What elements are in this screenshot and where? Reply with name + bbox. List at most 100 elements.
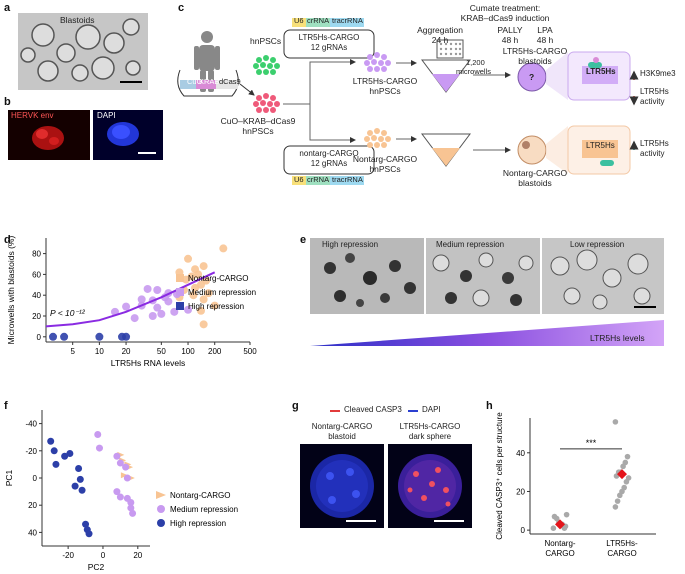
d-point: [189, 291, 198, 300]
f-legend-swatch: [157, 519, 165, 527]
non-blastoids-line2: blastoids: [518, 178, 552, 188]
nontarg-blastoid-micrograph: [300, 444, 384, 528]
d-point: [60, 332, 69, 341]
ltr-dark-sphere-line1: LTR5Hs-CARGO: [399, 422, 461, 431]
h-x-tick-label: LTR5Hs-CARGO: [606, 539, 638, 558]
ltr5hs-cargo-cells: [364, 52, 391, 72]
d-point: [122, 332, 131, 341]
f-point: [66, 450, 74, 458]
scale-bar: [138, 152, 156, 154]
d-legend-label: High repression: [188, 302, 244, 311]
f-point: [78, 486, 86, 494]
f-point: [52, 460, 60, 468]
d-x-tick-label: 500: [243, 347, 257, 356]
microwells-label: microwells: [456, 67, 492, 76]
f-point: [75, 464, 83, 472]
dapi-label: DAPI: [97, 111, 116, 120]
f-point: [113, 488, 121, 496]
d-point: [49, 332, 58, 341]
h-point: [614, 498, 621, 504]
panel-g-legend: [330, 410, 418, 412]
d-y-tick-label: 20: [32, 312, 41, 321]
h-point: [551, 513, 558, 520]
low-repression-micrograph: Low repression: [542, 238, 664, 314]
u6-label-bottom: U6: [294, 175, 304, 184]
non-guides-line1: nontarg-CARGO: [299, 149, 359, 158]
ltr-dark-sphere-micrograph: [388, 444, 472, 528]
ltr5hs-locus-nontarg: [582, 140, 618, 158]
low-repression-image: [550, 249, 651, 310]
f-point: [82, 520, 90, 528]
f-point: [116, 493, 124, 501]
h-sig-label: ***: [586, 438, 597, 448]
d-point: [153, 303, 162, 312]
d-x-tick-label: 5: [70, 347, 75, 356]
f-legend-swatch: [157, 505, 165, 513]
high-repression-micrograph: High repression: [310, 238, 424, 314]
nontarg-blastoid: [517, 135, 547, 165]
activity-up-line2: activity: [640, 149, 665, 158]
f-y-tick-label: 20: [28, 501, 37, 510]
ltr5hs-locus-label-nontarg: LTR5Hs: [586, 141, 615, 150]
d-y-tick-label: 80: [32, 250, 41, 259]
dapi-legend-label: DAPI: [422, 405, 441, 414]
d-legend-swatch: [176, 288, 184, 296]
f-y-tick-label: 0: [33, 474, 38, 483]
d-x-tick-label: 10: [95, 347, 104, 356]
d-y-axis-label: Microwells with blastoids (%): [6, 236, 16, 345]
d-point: [194, 270, 203, 279]
dcas9-icon-nontarg: [600, 160, 614, 166]
d-point: [148, 312, 157, 320]
cumate-header2: KRAB–dCas9 induction: [460, 13, 550, 23]
d-point: [95, 332, 104, 341]
activity-down-line2: activity: [640, 97, 665, 106]
f-point: [120, 472, 128, 479]
ltr-cells-line2: hnPSCs: [369, 86, 401, 96]
scale-bar: [634, 306, 656, 308]
low-repression-label: Low repression: [570, 240, 625, 249]
d-point: [219, 244, 228, 253]
microwells-count: 1,200: [466, 58, 485, 67]
d-point: [143, 284, 152, 293]
cuo-krab-line1: CuO–KRAB–dCas9: [220, 116, 296, 126]
f-point: [95, 444, 103, 452]
d-fit-curve: [45, 271, 216, 328]
activity-up-line1: LTR5Hs: [640, 139, 669, 148]
h-point: [624, 453, 631, 460]
d-point: [199, 320, 208, 329]
d-pvalue: P < 10⁻¹²: [50, 308, 86, 318]
panel-letter-e: e: [300, 234, 307, 246]
f-y-axis-label: PC1: [4, 469, 14, 486]
h3k9me3-label: H3K9me3: [640, 69, 676, 78]
f-x-axis-label: PC2: [88, 562, 105, 572]
d-point: [204, 289, 213, 298]
d-point: [164, 297, 173, 306]
cumate-header: Cumate treatment:: [469, 3, 541, 13]
f-y-tick-label: -40: [25, 420, 37, 429]
d-point: [122, 302, 131, 311]
hervk-micrograph: HERVK env: [8, 110, 90, 160]
h-point: [612, 419, 619, 425]
f-point: [129, 509, 137, 517]
blastoids-micrograph: Blastoids: [18, 13, 148, 90]
d-legend-swatch: [176, 302, 184, 310]
d-legend-label: Nontarg-CARGO: [188, 274, 248, 283]
scale-bar: [120, 81, 142, 83]
d-legend-label: Medium repression: [188, 288, 256, 297]
h-point: [612, 504, 619, 510]
d-point: [210, 301, 219, 310]
ltr-dark-sphere-image: [398, 454, 462, 518]
f-x-tick-label: 0: [101, 551, 106, 560]
f-point: [71, 482, 79, 490]
f-point: [85, 530, 93, 538]
tracrrna-label-bottom: tracrRNA: [332, 175, 363, 184]
d-point: [196, 280, 205, 289]
cuo-krab-cell-cluster: [253, 93, 280, 113]
h-mean-marker: [617, 469, 627, 480]
ltr5hs-locus: [582, 66, 618, 84]
f-point: [116, 459, 124, 467]
non-blastoids-line1: Nontarg-CARGO: [502, 168, 568, 178]
hervk-label: HERVK env: [11, 111, 54, 120]
